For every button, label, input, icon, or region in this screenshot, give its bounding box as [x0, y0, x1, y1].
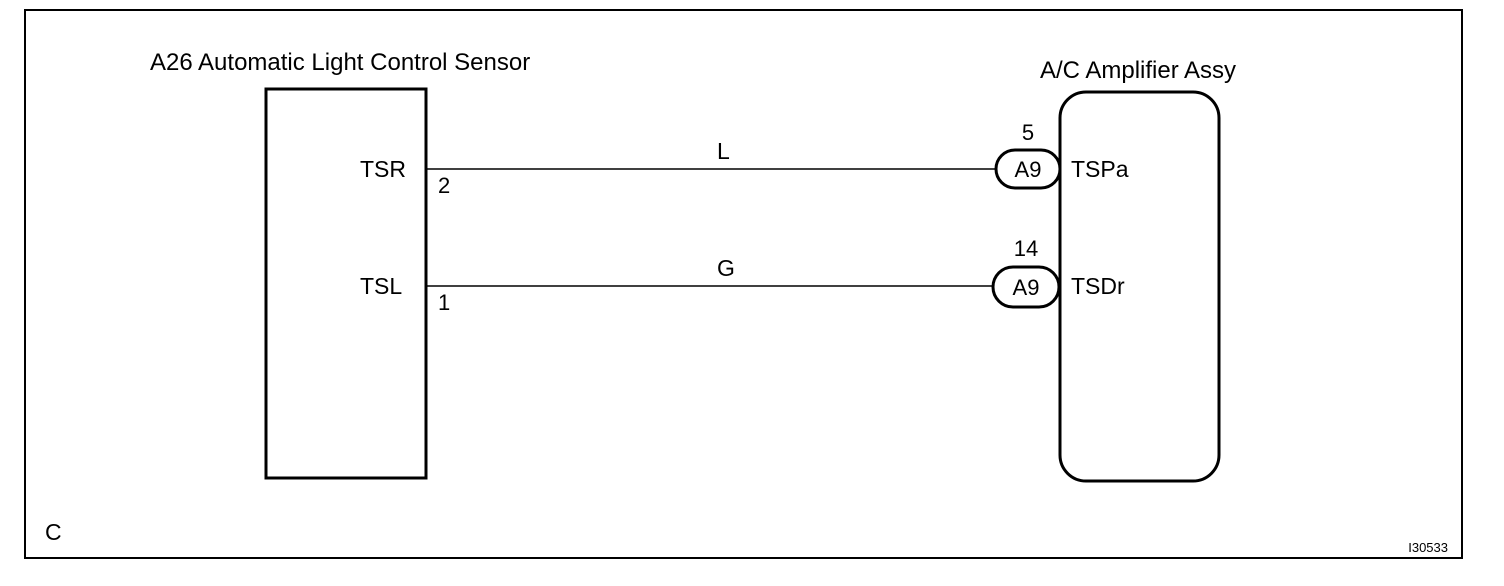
amplifier-pin-tspa-label: TSPa — [1071, 156, 1129, 182]
amplifier-component: A/C Amplifier Assy A9 5 TSPa A9 14 TSDr — [991, 57, 1236, 483]
amplifier-pin-tspa-number: 5 — [1022, 120, 1034, 145]
sensor-component: A26 Automatic Light Control Sensor TSR 2… — [150, 49, 530, 480]
connector-a9-tsdr — [991, 265, 1061, 309]
wire-l-color-code: L — [717, 138, 730, 164]
sensor-title: A26 Automatic Light Control Sensor — [150, 49, 530, 76]
wire-l: L — [426, 138, 998, 170]
connector-a9-tspa-code: A9 — [1015, 157, 1042, 182]
amplifier-title: A/C Amplifier Assy — [1040, 57, 1236, 84]
corner-letter: C — [45, 519, 62, 545]
wire-g-color-code: G — [717, 255, 735, 281]
wire-g: G — [426, 255, 995, 287]
sensor-pin-tsr-number: 2 — [438, 173, 450, 198]
connector-a9-tsdr-code: A9 — [1013, 275, 1040, 300]
sensor-pin-tsl-label: TSL — [360, 273, 402, 299]
amplifier-pin-tsdr-number: 14 — [1014, 236, 1038, 261]
figure-id: I30533 — [1408, 540, 1448, 555]
sensor-pin-tsr-label: TSR — [360, 156, 406, 182]
diagram-frame — [24, 9, 1463, 559]
amplifier-pin-tsdr-label: TSDr — [1071, 273, 1125, 299]
sensor-pin-tsl-number: 1 — [438, 290, 450, 315]
connector-a9-tspa — [994, 148, 1062, 190]
sensor-box — [264, 87, 428, 480]
